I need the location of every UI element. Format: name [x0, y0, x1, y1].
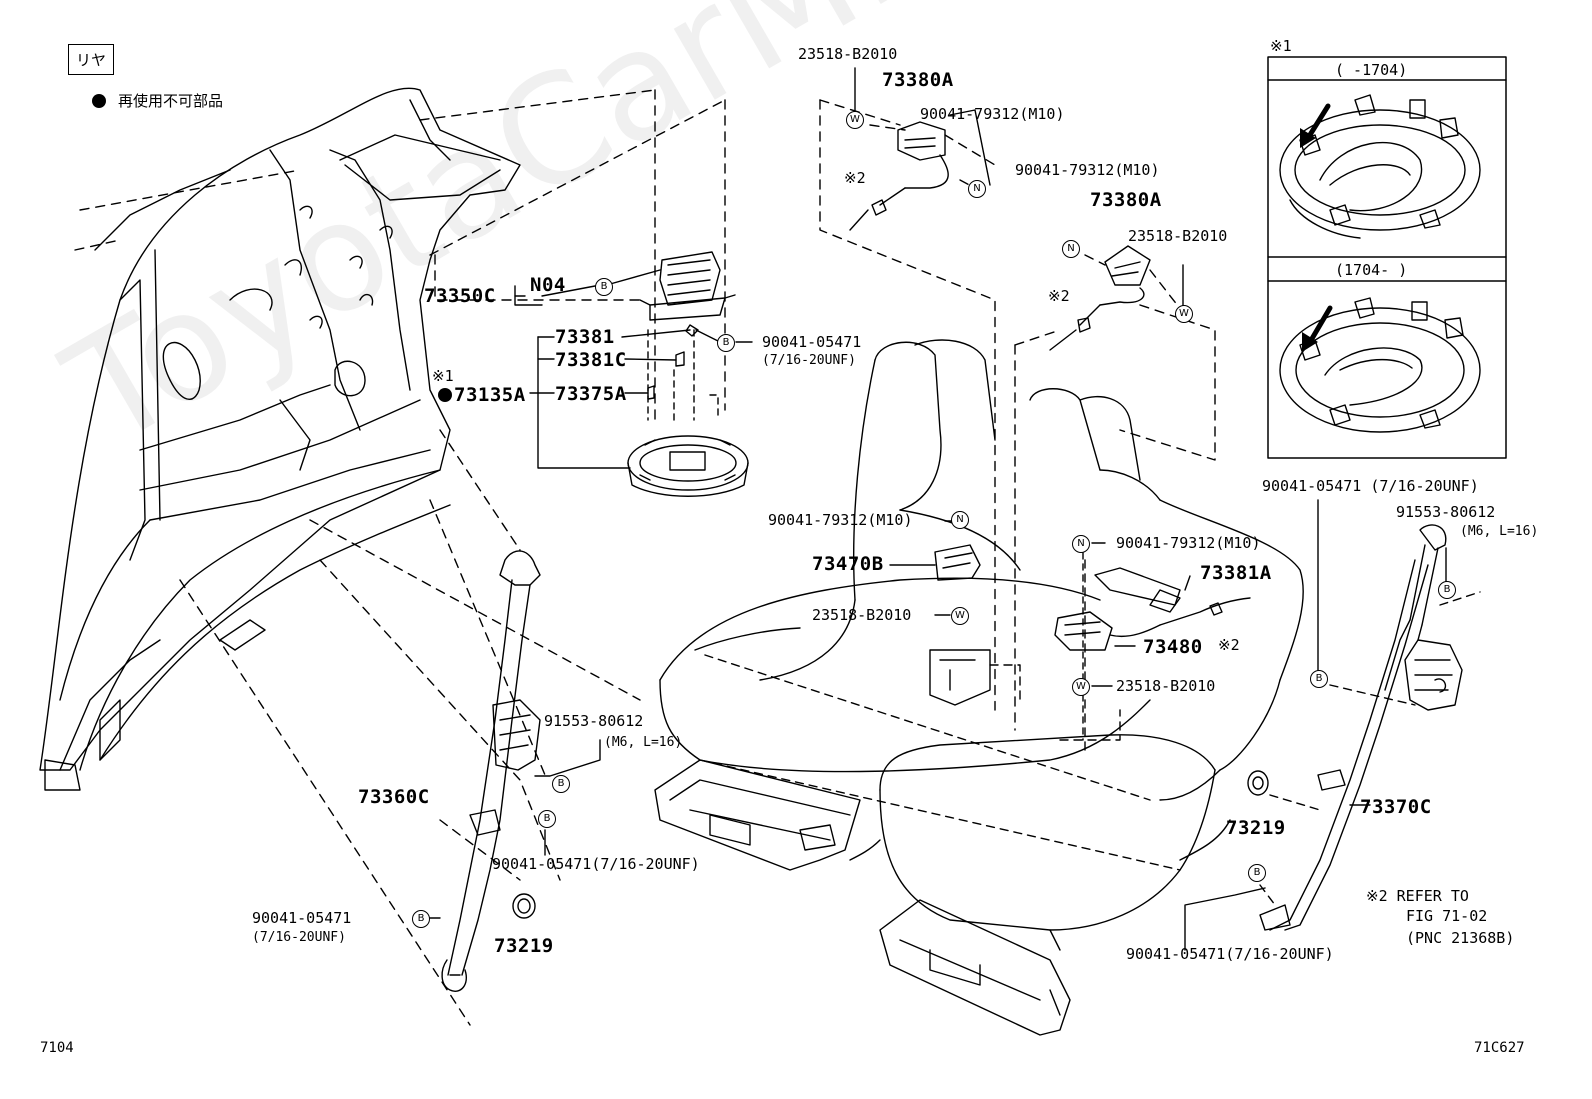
non-reusable-legend-text: 再使用不可部品: [118, 92, 224, 110]
symbol-w: W: [846, 111, 864, 129]
part-label-90041-05471-inset: 90041-05471 (7/16-20UNF): [1262, 477, 1479, 495]
part-label-90041-05471-b: 90041-05471(7/16-20UNF): [492, 855, 700, 873]
part-label-73470b: 73470B: [812, 553, 884, 575]
symbol-b: B: [1438, 581, 1456, 599]
part-label-91553-80612-right-sub: (M6, L=16): [1460, 524, 1539, 539]
cap-73219-left-illustration: [512, 893, 536, 919]
part-label-23518-b2010-seat: 23518-B2010: [1116, 677, 1216, 695]
note-x1: ※1: [432, 367, 454, 385]
buckle-73470b-illustration: [934, 544, 981, 581]
footer-illustration-code: 71C627: [1474, 1040, 1525, 1056]
part-label-91553-80612-left: 91553-80612: [544, 712, 644, 730]
footer-figure-number: 7104: [40, 1040, 74, 1056]
symbol-n: N: [1062, 240, 1080, 258]
part-label-73381a: 73381A: [1200, 562, 1272, 584]
note2-line2: FIG 71-02: [1406, 907, 1488, 925]
part-label-73370c: 73370C: [1360, 796, 1432, 818]
inset-mark: ※1: [1270, 37, 1292, 55]
retractor-illustration: [639, 251, 736, 400]
symbol-b: B: [717, 334, 735, 352]
part-label-73135a: 73135A: [454, 384, 526, 406]
seatbelt-73360c-illustration: [441, 550, 541, 992]
part-label-90041-79312-top: 90041-79312(M10): [920, 105, 1065, 123]
part-label-90041-05471-a: 90041-05471: [762, 333, 862, 351]
part-label-23518-b2010-right: 23518-B2010: [1128, 227, 1228, 245]
symbol-b: B: [1310, 670, 1328, 688]
part-label-73350c: 73350C: [424, 285, 496, 307]
symbol-n: N: [968, 180, 986, 198]
note-x2-top: ※2: [844, 169, 866, 187]
inset-bottom-illustration: [1279, 297, 1481, 433]
part-label-90041-79312-seat: 90041-79312(M10): [1116, 534, 1261, 552]
note2-line1: ※2 REFER TO: [1366, 887, 1469, 905]
seatbelt-73370c-illustration: [1259, 524, 1463, 931]
part-label-73375a: 73375A: [555, 383, 627, 405]
bracket-73381a-illustration: [1094, 567, 1191, 613]
non-reusable-legend-dot: [92, 94, 106, 108]
symbol-w: W: [1072, 678, 1090, 696]
part-label-23518-b2010-mid: 23518-B2010: [812, 606, 912, 624]
rear-tag-box: リヤ: [68, 44, 115, 75]
cap-73219-right-illustration: [1247, 770, 1269, 796]
part-label-73219-right: 73219: [1226, 817, 1286, 839]
symbol-n: N: [1072, 535, 1090, 553]
part-label-90041-05471-a-sub: (7/16-20UNF): [762, 353, 856, 368]
seat-frame-illustration: [654, 759, 1071, 1036]
part-label-73380a-top: 73380A: [882, 69, 954, 91]
inset-top-illustration: [1279, 94, 1481, 239]
part-label-90041-05471-d: 90041-05471(7/16-20UNF): [1126, 945, 1334, 963]
symbol-b: B: [1248, 864, 1266, 882]
part-label-73381: 73381: [555, 326, 615, 348]
note-x2-mid: ※2: [1048, 287, 1070, 305]
part-label-73480: 73480: [1143, 636, 1203, 658]
non-reusable-dot: [438, 388, 452, 402]
garnish-ring-illustration: [627, 435, 749, 497]
part-label-73360c: 73360C: [358, 786, 430, 808]
part-label-90041-79312-right: 90041-79312(M10): [1015, 161, 1160, 179]
symbol-w: W: [951, 607, 969, 625]
part-label-90041-05471-c-sub: (7/16-20UNF): [252, 930, 346, 945]
note-x2-lower: ※2: [1218, 636, 1240, 654]
symbol-n: N: [951, 511, 969, 529]
inset-top-label: ( -1704): [1335, 61, 1408, 79]
part-label-91553-80612-left-sub: (M6, L=16): [604, 735, 683, 750]
part-label-90041-05471-c: 90041-05471: [252, 909, 352, 927]
inset-bottom-label: (1704- ): [1335, 261, 1408, 279]
buckle-73380a-top-illustration: [849, 121, 949, 231]
symbol-w: W: [1175, 305, 1193, 323]
buckle-73380a-right-illustration: [1049, 245, 1151, 351]
buckle-73480-illustration: [1054, 597, 1251, 651]
part-label-73219-left: 73219: [494, 935, 554, 957]
symbol-b: B: [595, 278, 613, 296]
rear-body-panel-illustration: [39, 87, 521, 791]
part-label-90041-79312-mid: 90041-79312(M10): [768, 511, 913, 529]
part-label-91553-80612-right: 91553-80612: [1396, 503, 1496, 521]
symbol-b: B: [538, 810, 556, 828]
inset-arrow-top: [1305, 103, 1331, 141]
symbol-b: B: [412, 910, 430, 928]
inset-boxes: [1267, 56, 1507, 459]
part-label-n04: N04: [530, 274, 566, 296]
part-label-73381c: 73381C: [555, 349, 627, 371]
part-label-73380a-right: 73380A: [1090, 189, 1162, 211]
note2-line3: (PNC 21368B): [1406, 929, 1515, 947]
inset-arrow-bottom: [1307, 305, 1333, 345]
rear-seat-illustration: [659, 339, 1304, 951]
part-label-23518-b2010-top: 23518-B2010: [798, 45, 898, 63]
symbol-b: B: [552, 775, 570, 793]
